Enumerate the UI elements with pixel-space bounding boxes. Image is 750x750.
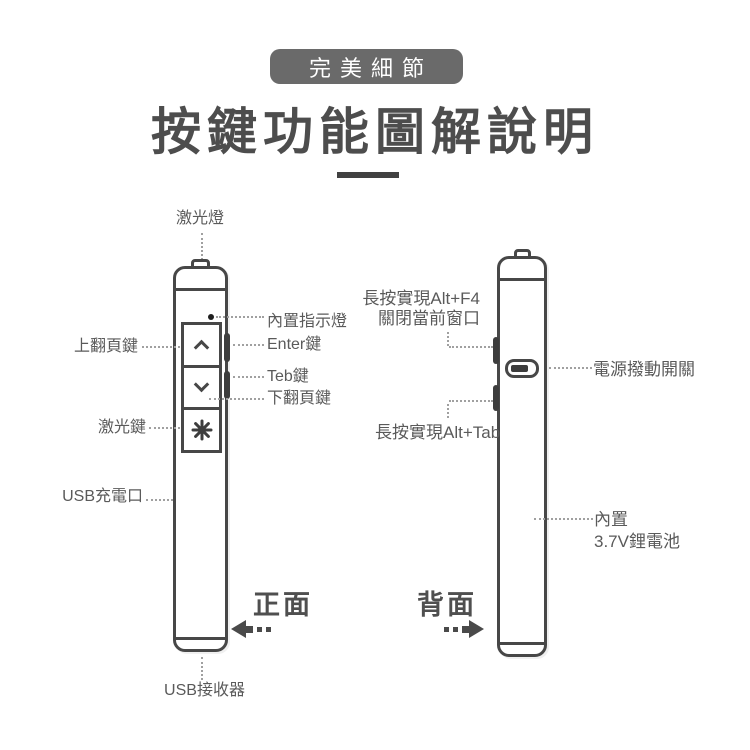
connector-alt-tab-v	[447, 404, 449, 418]
battery-label: 內置 3.7V鋰電池	[594, 509, 680, 553]
usb-receiver-label: USB接收器	[164, 682, 245, 699]
badge-label: 完美細節	[308, 55, 433, 81]
page-title: 按鍵功能圖解說明	[151, 104, 599, 160]
page-down-button	[184, 364, 219, 408]
connector-indicator	[216, 316, 264, 318]
arrow-left-icon	[231, 620, 271, 638]
enter-side-button	[224, 333, 230, 362]
chevron-down-icon	[193, 376, 210, 393]
alt-f4-line1: 長按實現Alt+F4	[362, 289, 480, 308]
connector-enter	[233, 344, 264, 346]
connector-battery	[534, 518, 593, 520]
front-cap-seam	[176, 288, 225, 291]
connector-alt-f4-v	[447, 332, 449, 346]
usb-port-label: USB充電口	[62, 488, 143, 505]
tab-side-button	[224, 371, 230, 399]
power-switch-label: 電源撥動開關	[593, 360, 695, 379]
connector-page-up	[142, 346, 180, 348]
indicator-label: 內置指示燈	[267, 313, 348, 330]
arrow-left-tail	[246, 625, 253, 633]
back-view-label: 背面	[417, 590, 477, 620]
connector-alt-f4-h	[449, 346, 493, 348]
page-up-label: 上翻頁鍵	[73, 338, 138, 355]
connector-power	[549, 367, 592, 369]
alt-f4-side-button	[493, 337, 499, 364]
arrow-right-dot	[444, 626, 449, 632]
battery-line1: 內置	[594, 510, 628, 529]
title-underline	[337, 172, 399, 178]
connector-tab	[233, 376, 264, 378]
laser-key-label: 激光鍵	[97, 419, 146, 436]
tab-key-label: Teb鍵	[267, 368, 309, 385]
front-button-panel	[181, 322, 222, 453]
arrow-left-dot	[257, 626, 262, 632]
connector-page-down	[209, 398, 264, 400]
connector-alt-tab-h	[449, 400, 493, 402]
arrow-right-dot	[453, 626, 458, 632]
enter-key-label: Enter鍵	[267, 336, 322, 353]
connector-laser-key	[149, 427, 180, 429]
arrow-right-icon	[444, 620, 484, 638]
battery-line2: 3.7V鋰電池	[594, 532, 680, 551]
power-switch	[505, 359, 539, 378]
chevron-up-icon	[193, 340, 210, 356]
arrow-left-head	[231, 620, 246, 638]
power-switch-slider	[511, 365, 528, 372]
arrow-right-tail	[462, 625, 469, 633]
indicator-dot	[208, 314, 214, 320]
alt-f4-line2: 關閉當前窗口	[378, 309, 480, 328]
alt-tab-side-button	[493, 385, 499, 411]
connector-usb-receiver	[201, 657, 203, 680]
arrow-right-head	[469, 620, 484, 638]
alt-f4-label: 長按實現Alt+F4 關閉當前窗口	[362, 289, 480, 329]
laser-star-icon	[191, 419, 212, 441]
front-view-label: 正面	[253, 590, 313, 620]
page-down-label: 下翻頁鍵	[267, 390, 332, 407]
connector-laser-light	[201, 233, 203, 260]
arrow-left-dot	[266, 626, 271, 632]
back-cap-seam	[500, 278, 544, 281]
laser-light-label: 激光燈	[176, 210, 225, 227]
alt-tab-label: 長按實現Alt+Tab	[375, 423, 501, 442]
front-bottom-seam	[176, 637, 225, 640]
connector-usb-port	[146, 499, 173, 501]
back-bottom-seam	[500, 642, 544, 645]
laser-button	[184, 407, 219, 450]
back-remote-body	[497, 256, 547, 657]
page-up-button	[184, 325, 219, 365]
header-badge: 完美細節	[270, 49, 463, 84]
